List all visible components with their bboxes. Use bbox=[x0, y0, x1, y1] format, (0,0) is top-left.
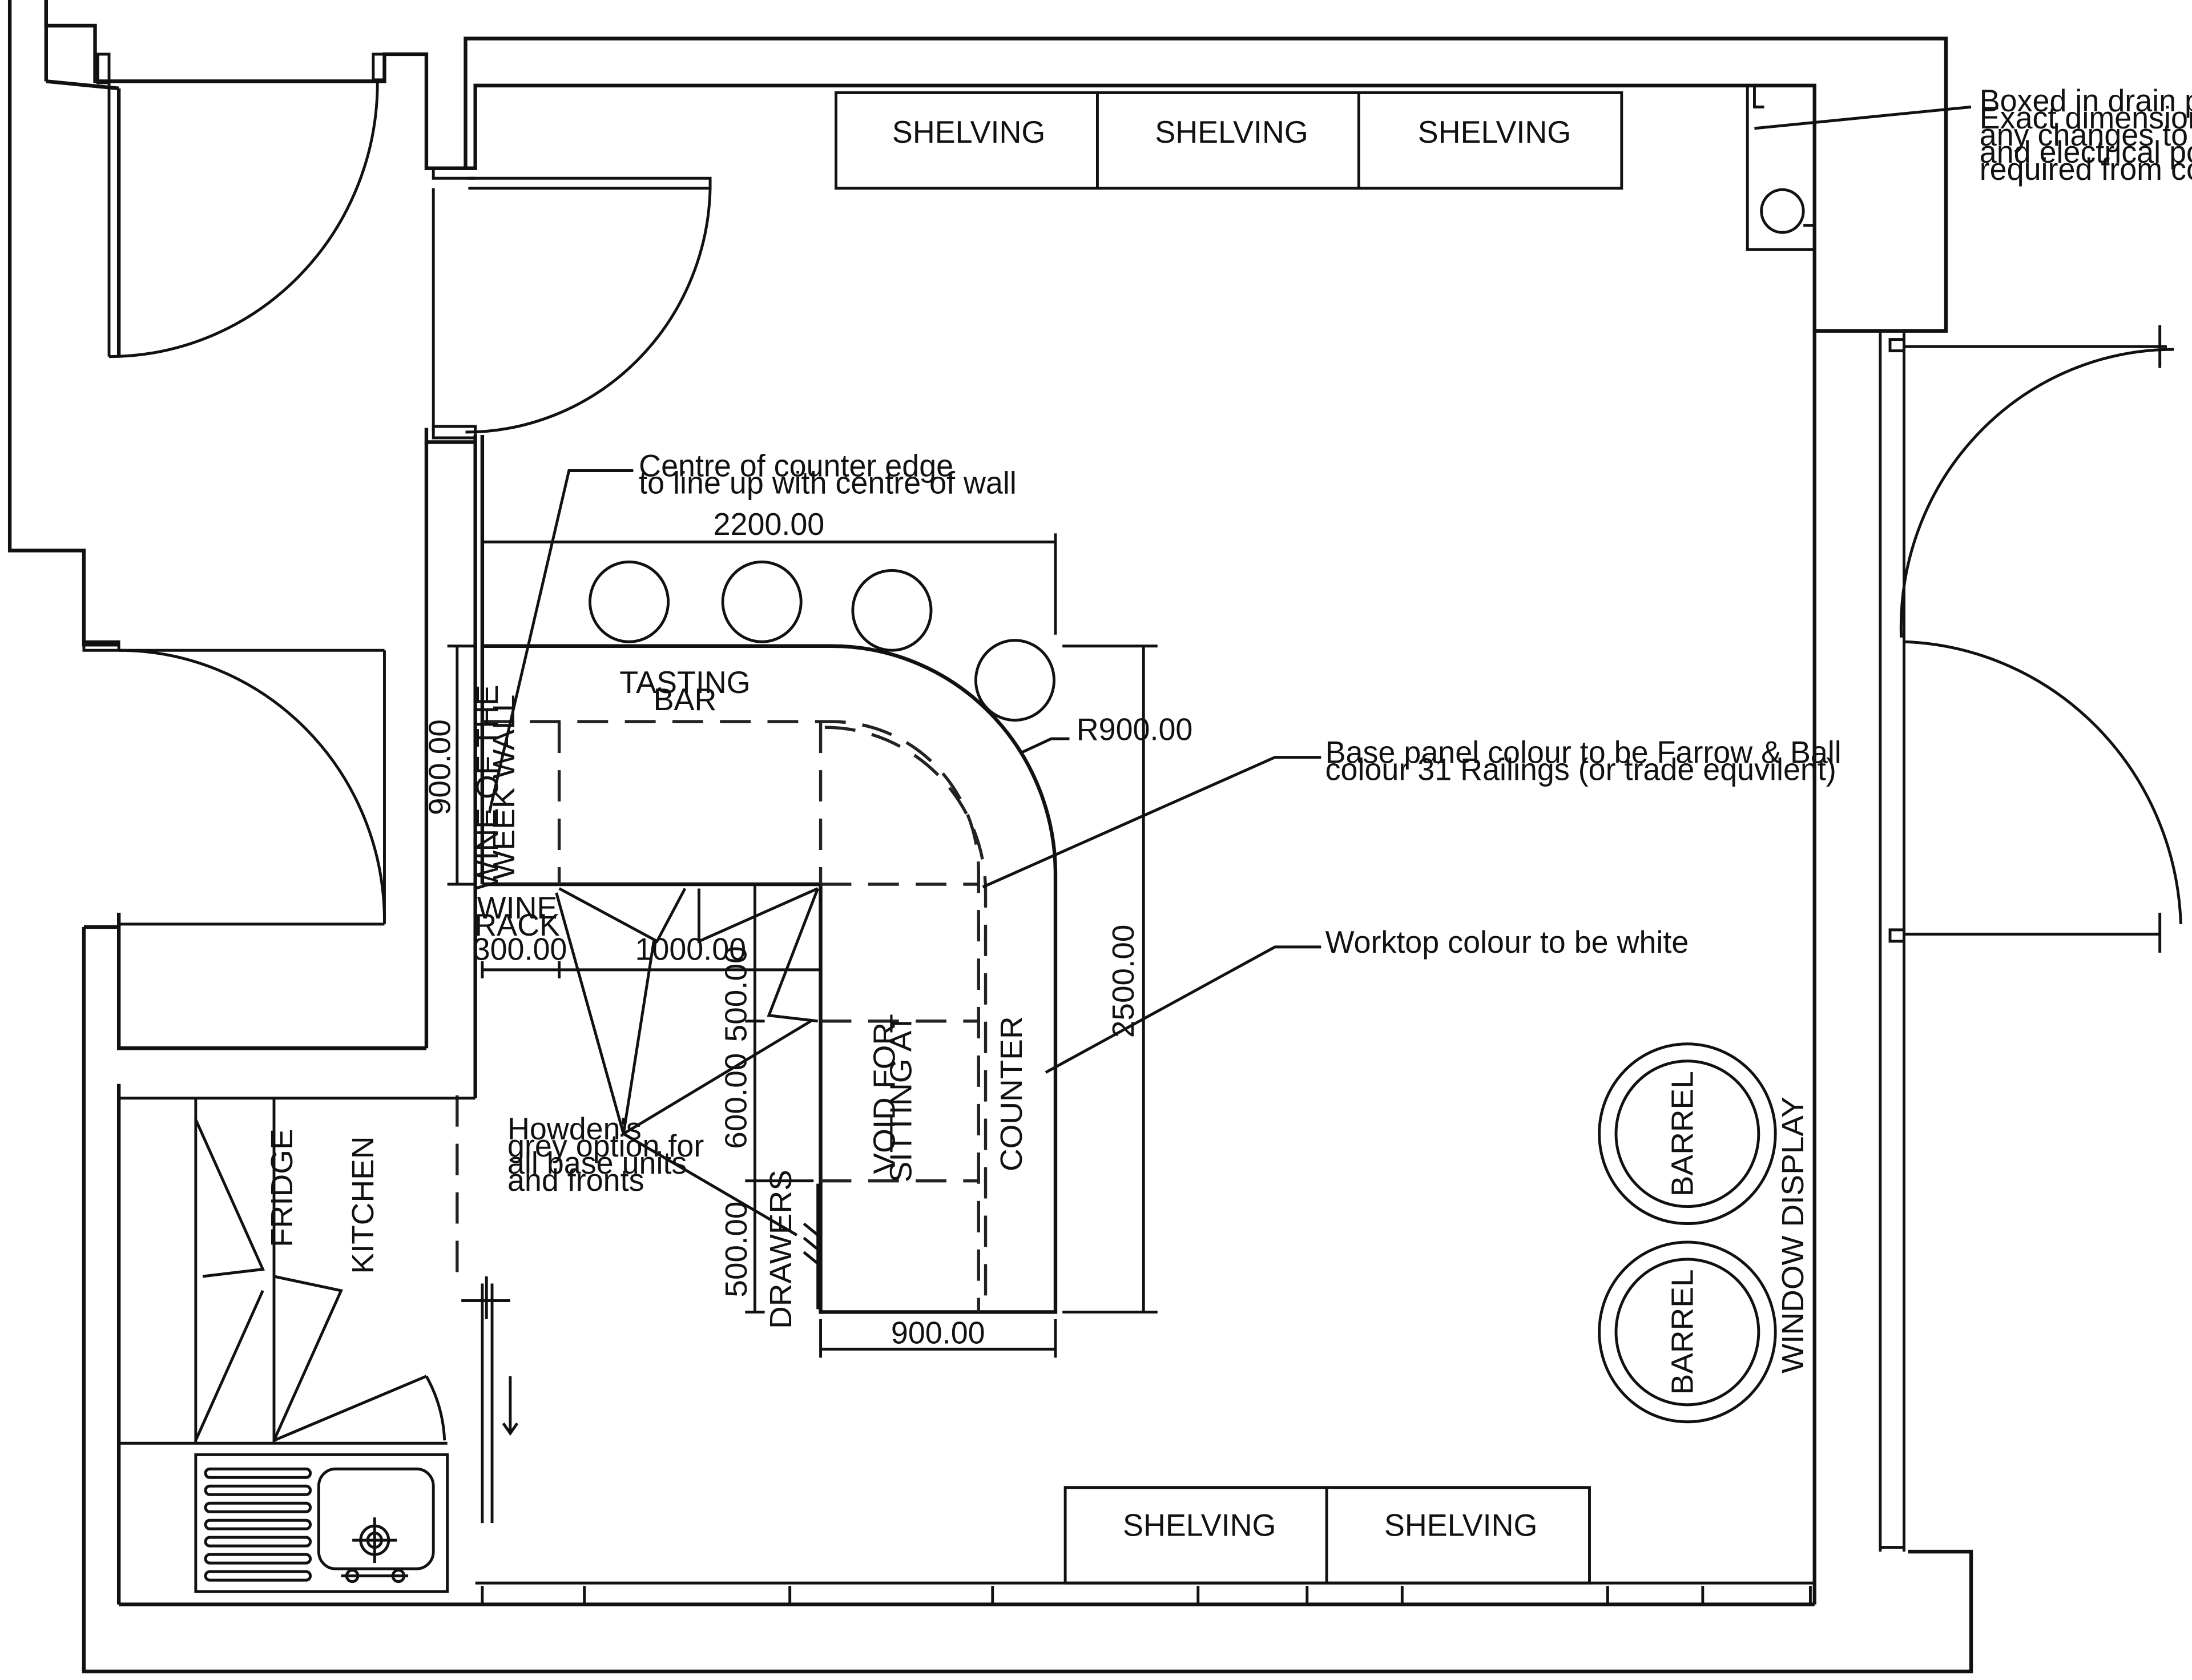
dimension-text: 2500.00 bbox=[1106, 925, 1141, 1038]
dimension-text: 2200.00 bbox=[714, 506, 825, 542]
tasting-bar-label: TASTING bbox=[619, 665, 750, 700]
shelving-label: SHELVING bbox=[1123, 1508, 1276, 1543]
note-drain-pipe: any changes to lighting bbox=[1980, 117, 2192, 152]
wine-rack-label: RACK bbox=[474, 907, 560, 942]
note-drain-pipe: and electrical positions bbox=[1980, 134, 2192, 170]
barrel-label: BARREL bbox=[1665, 1071, 1699, 1196]
kitchen-label: KITCHEN bbox=[345, 1136, 380, 1274]
bar-stool bbox=[721, 560, 803, 643]
barrel bbox=[1614, 1059, 1760, 1208]
note-counter-edge: Centre of counter edge bbox=[639, 448, 953, 484]
dimension-text: 600.00 bbox=[719, 1053, 753, 1149]
note-howdens: grey option for bbox=[507, 1129, 704, 1164]
void-label: SITTING AT bbox=[884, 1014, 918, 1182]
note-drain-pipe: Exact dimensions and bbox=[1980, 100, 2192, 135]
counter-label: COUNTER bbox=[994, 1016, 1029, 1171]
shelving-label: SHELVING bbox=[1155, 114, 1308, 150]
dimension-lines bbox=[447, 533, 1158, 1358]
dimension-text: R900.00 bbox=[1077, 712, 1193, 747]
tasting-bar-label: BAR bbox=[654, 682, 717, 718]
barrel bbox=[1598, 1042, 1777, 1226]
barrel-label: BARREL bbox=[1665, 1269, 1699, 1395]
shelving-label: SHELVING bbox=[892, 114, 1045, 150]
note-drain-pipe: required from contractor. bbox=[1980, 151, 2192, 187]
wall-ticks bbox=[481, 1586, 1812, 1605]
note-howdens: all base units bbox=[507, 1146, 687, 1181]
dimension-text: 500.00 bbox=[719, 946, 753, 1042]
dimension-text: 300.00 bbox=[473, 932, 567, 967]
wine-week-label: WINE OF THE bbox=[470, 684, 504, 889]
leader-lines bbox=[487, 469, 1321, 1236]
window-display-label: WINDOW DISPLAY bbox=[1776, 1097, 1810, 1373]
doors bbox=[82, 53, 2182, 1524]
note-base-panel: Base panel colour to be Farrow & Ball bbox=[1325, 735, 1842, 770]
note-howdens: and fronts bbox=[507, 1163, 644, 1198]
note-counter-edge: to line up with centre of wall bbox=[639, 465, 1017, 501]
note-worktop: Worktop colour to be white bbox=[1325, 924, 1689, 960]
note-base-panel: colour 31 Railings (or trade equvilent) bbox=[1325, 752, 1836, 787]
note-drain-pipe: Boxed in drain pipe. bbox=[1980, 83, 2192, 118]
bar-stool bbox=[589, 560, 670, 643]
note-howdens: Howden's bbox=[507, 1111, 642, 1147]
kitchen-area bbox=[119, 1097, 476, 1593]
bar-stool bbox=[851, 569, 933, 652]
barrel bbox=[1598, 1240, 1777, 1424]
dimension-text: 900.00 bbox=[891, 1315, 985, 1351]
shelving-label: SHELVING bbox=[1384, 1508, 1537, 1543]
barrel bbox=[1614, 1258, 1760, 1407]
dimension-text: 500.00 bbox=[719, 1201, 753, 1297]
drawers-label: DRAWERS bbox=[764, 1170, 798, 1329]
bar-stool bbox=[974, 639, 1055, 722]
void-label: VOID FOR bbox=[867, 1022, 901, 1174]
wine-week-label: WEEK WALL bbox=[487, 695, 521, 880]
fridge-label: FRIDGE bbox=[264, 1129, 299, 1247]
dimension-text: 900.00 bbox=[422, 719, 457, 815]
shelving-label: SHELVING bbox=[1418, 114, 1571, 150]
wine-rack-label: WINE bbox=[477, 890, 558, 925]
shelving-units bbox=[835, 91, 1623, 1585]
tasting-bar-counter bbox=[482, 644, 1058, 1314]
